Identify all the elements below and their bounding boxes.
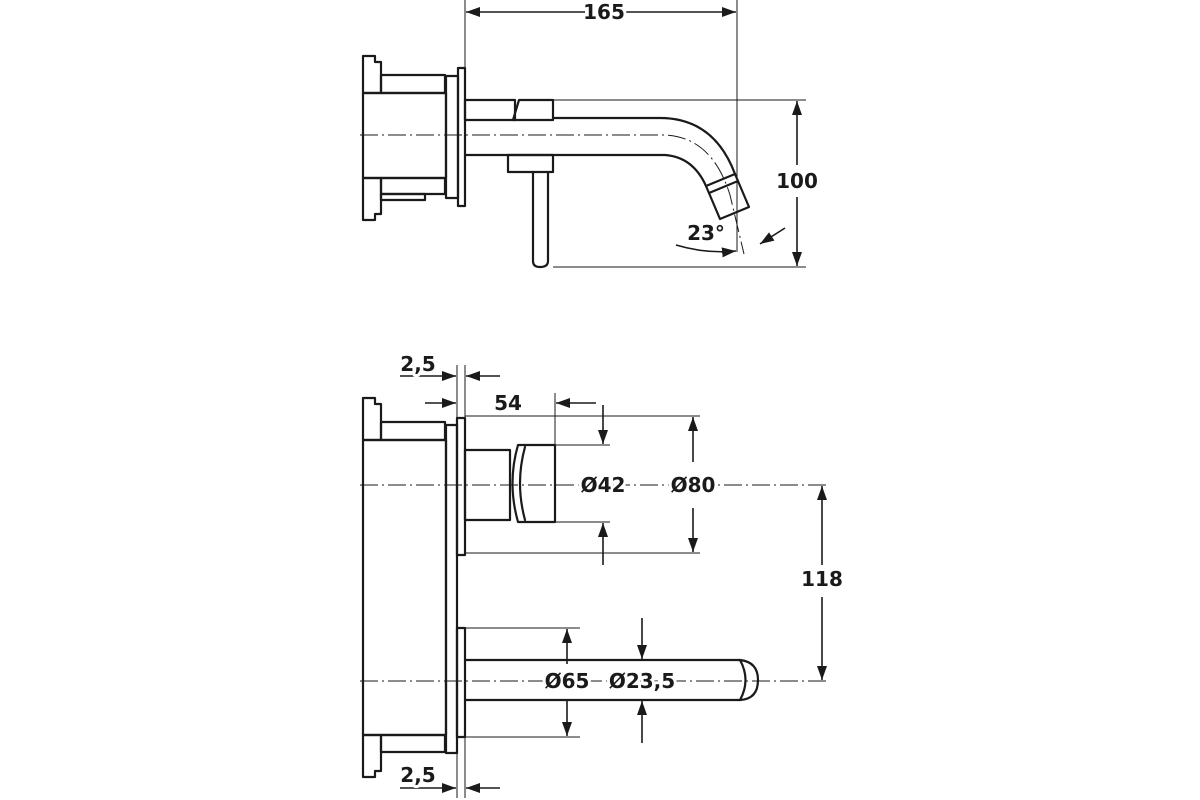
width-dimension-label: 165 — [583, 0, 625, 24]
box-upper-tab — [361, 54, 383, 95]
outer-wall-plate — [456, 66, 467, 208]
plate-offset-bottom-label: 2,5 — [400, 763, 435, 787]
plate-offset-top-label: 2,5 — [400, 352, 435, 376]
spout-hub-ring — [511, 98, 555, 122]
box-lower-arm — [379, 733, 447, 754]
side-view-centerline — [360, 134, 745, 255]
side-view: 165 100 23° — [360, 0, 821, 269]
top-view: 2,5 54 Ø42 Ø80 — [360, 349, 846, 798]
spout-nozzle-band — [707, 179, 740, 195]
angle-label: 23° — [687, 221, 725, 245]
mixer-cover-plate — [455, 416, 467, 557]
box-body — [361, 438, 448, 737]
projection-label: 54 — [494, 391, 522, 415]
spout-diameter-label: Ø23,5 — [609, 669, 675, 693]
hub-diameter-label: Ø42 — [581, 473, 626, 497]
plate-diameter-label: Ø80 — [671, 473, 716, 497]
angle-arrow-right — [759, 227, 786, 245]
spout-cover-plate — [455, 626, 467, 739]
spout-hub — [463, 98, 517, 122]
spacing-label: 118 — [801, 567, 843, 591]
mixer-hub-ring — [511, 443, 557, 524]
box-upper-arm — [379, 73, 447, 95]
spout-tube-bottom-edge — [463, 153, 708, 188]
mixer-hub-ring-inner-curve — [518, 445, 527, 522]
box-upper-tab — [361, 396, 383, 442]
spout-plate-diameter-label: Ø65 — [545, 669, 590, 693]
spout-tube-top-edge — [551, 116, 737, 176]
box-lower-tab — [361, 176, 383, 222]
height-dimension-label: 100 — [776, 169, 818, 193]
inner-wall-plate — [444, 74, 460, 200]
box-lower-slot — [379, 192, 427, 202]
spout-tube-end-inner-curve — [738, 658, 747, 702]
spout-nozzle — [704, 172, 751, 221]
inner-wall-plate — [444, 423, 459, 755]
angle-arc-arrow — [675, 244, 737, 258]
spout-tube-end-cap — [738, 658, 760, 702]
box-lower-tab — [361, 733, 383, 779]
lever-handle — [531, 170, 550, 269]
box-upper-arm — [379, 420, 447, 442]
box-lower-arm — [379, 176, 447, 196]
lever-base — [506, 153, 555, 174]
